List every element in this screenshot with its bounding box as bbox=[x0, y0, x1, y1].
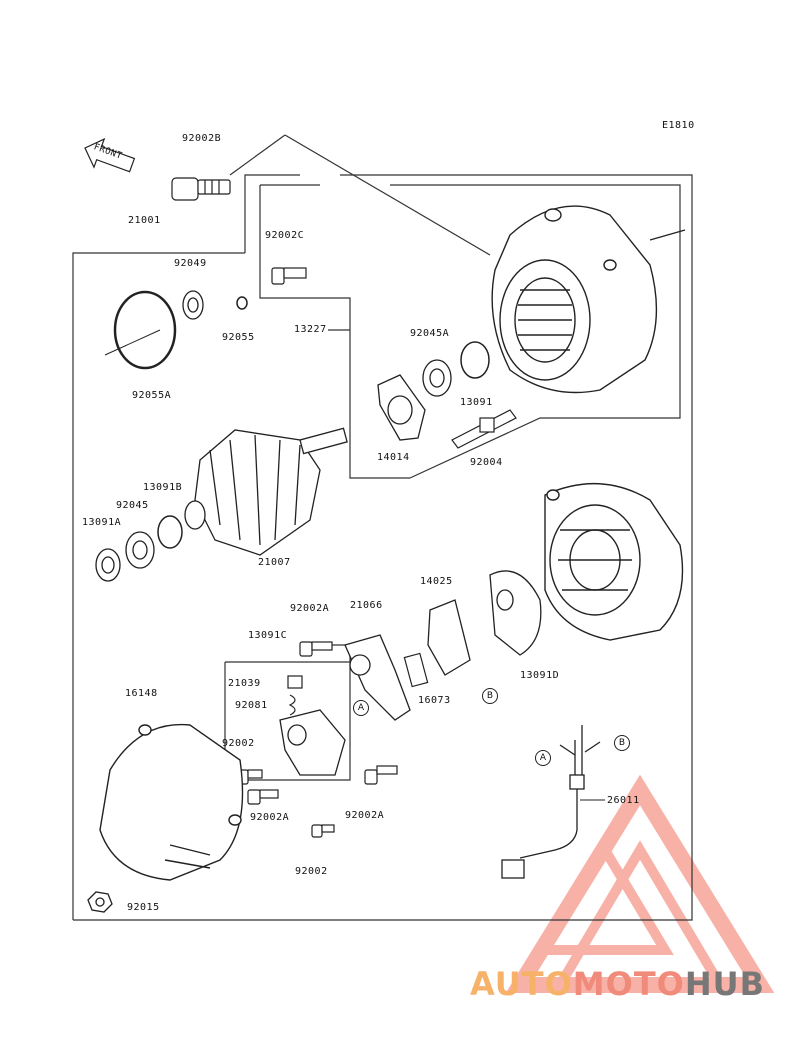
part-21001: 21001 bbox=[128, 215, 161, 226]
part-92002a-2: 92002A bbox=[250, 812, 290, 823]
ref-b-marker-harness: B bbox=[614, 735, 630, 751]
diagram-code: E1810 bbox=[662, 120, 695, 131]
part-13091c: 13091C bbox=[248, 630, 288, 641]
part-13091: 13091 bbox=[460, 397, 493, 408]
rear-housing bbox=[544, 482, 684, 641]
part-21066: 21066 bbox=[350, 600, 383, 611]
bracket-21066 bbox=[344, 634, 411, 721]
part-92081: 92081 bbox=[235, 700, 268, 711]
spring-92081 bbox=[288, 694, 296, 716]
nut-92015 bbox=[87, 891, 113, 913]
front-housing bbox=[491, 205, 686, 394]
harness-26011 bbox=[501, 725, 601, 879]
brush-holder-13091c bbox=[279, 709, 346, 776]
part-92055a: 92055A bbox=[132, 390, 172, 401]
brush-21039 bbox=[287, 675, 303, 689]
ref-b-marker: B bbox=[482, 688, 498, 704]
collar-13091a bbox=[95, 548, 121, 582]
part-92015: 92015 bbox=[127, 902, 160, 913]
watermark-text: AUTOMOTOHUB bbox=[470, 965, 766, 1003]
part-92049: 92049 bbox=[174, 258, 207, 269]
bearing-92049 bbox=[182, 290, 204, 320]
part-92055: 92055 bbox=[222, 332, 255, 343]
part-92002c: 92002C bbox=[265, 230, 305, 241]
part-92045a: 92045A bbox=[410, 328, 450, 339]
part-21007: 21007 bbox=[258, 557, 291, 568]
bolt-92002c bbox=[271, 267, 307, 285]
front-arrow bbox=[84, 137, 136, 173]
brush-holder-14025 bbox=[427, 570, 542, 676]
seal-13091b bbox=[157, 515, 183, 549]
part-26011: 26011 bbox=[607, 795, 640, 806]
part-13227: 13227 bbox=[294, 324, 327, 335]
watermark-logo bbox=[505, 774, 775, 993]
seal-13091 bbox=[460, 341, 490, 379]
ref-a-marker: A bbox=[353, 700, 369, 716]
part-16148: 16148 bbox=[125, 688, 158, 699]
rotor-21007 bbox=[184, 427, 348, 556]
part-13091a: 13091A bbox=[82, 517, 122, 528]
part-14014: 14014 bbox=[377, 452, 410, 463]
o-ring-92055a bbox=[104, 290, 177, 370]
part-92004: 92004 bbox=[470, 457, 503, 468]
part-92045: 92045 bbox=[116, 500, 149, 511]
part-13091b: 13091B bbox=[143, 482, 183, 493]
o-ring-92055 bbox=[236, 296, 248, 310]
part-92002a-1: 92002A bbox=[290, 603, 330, 614]
part-92002-1: 92002 bbox=[222, 738, 255, 749]
cover-16148 bbox=[99, 723, 244, 881]
part-16073: 16073 bbox=[418, 695, 451, 706]
bracket-14014 bbox=[377, 374, 426, 441]
brush-16073 bbox=[403, 652, 429, 688]
stud-92004 bbox=[451, 409, 517, 449]
part-92002b: 92002B bbox=[182, 133, 222, 144]
part-92002-2: 92002 bbox=[295, 866, 328, 877]
part-92002a-3: 92002A bbox=[345, 810, 385, 821]
part-13091d: 13091D bbox=[520, 670, 560, 681]
bearing-92045 bbox=[125, 531, 155, 569]
part-14025: 14025 bbox=[420, 576, 453, 587]
ref-a-marker-harness: A bbox=[535, 750, 551, 766]
bolt-92002b bbox=[171, 177, 231, 201]
part-21039: 21039 bbox=[228, 678, 261, 689]
bearing-92045a bbox=[422, 359, 452, 397]
